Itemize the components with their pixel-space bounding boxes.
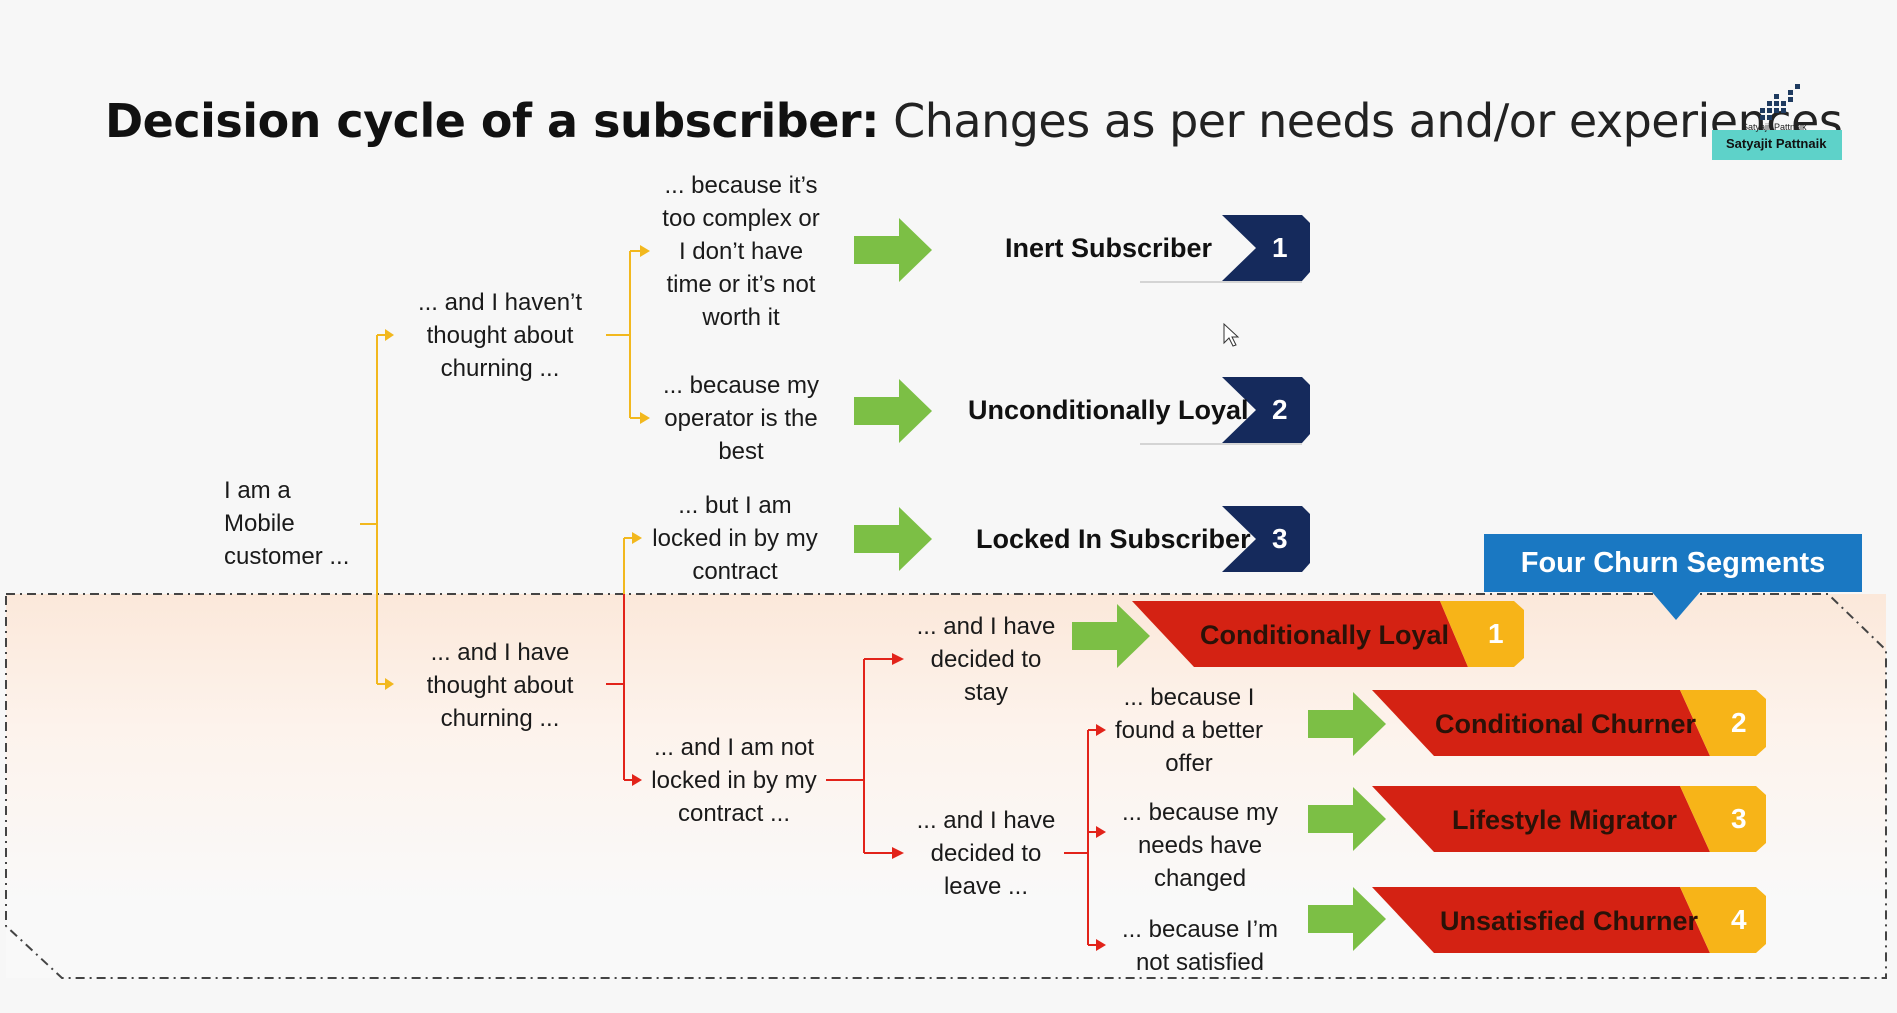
node-needs-changed: ... because my needs have changed [1114, 796, 1286, 895]
churn-number-2: 2 [1731, 707, 1747, 738]
churn-ribbon-1 [1132, 601, 1524, 667]
node-operator-best-line: ... because my [662, 372, 820, 399]
node-not-locked-line: ... and I am not [653, 734, 815, 761]
red-arrowheads [632, 653, 1106, 951]
node-locked-in-line: locked in by my [652, 525, 818, 552]
node-better-offer-line: offer [1165, 750, 1213, 777]
node-decided-stay-line: stay [963, 679, 1008, 706]
node-not-locked-line: locked in by my [651, 767, 817, 794]
logo-text-small: Satyajit Pattnaik [1742, 122, 1807, 132]
churn-number-4: 4 [1731, 904, 1747, 935]
churn-ribbon-2 [1372, 690, 1766, 756]
four-churn-segments-header: Four Churn Segments [1484, 534, 1862, 592]
node-operator-best: ... because my operator is the best [646, 369, 836, 468]
node-locked-in: ... but I am locked in by my contract [640, 489, 830, 588]
node-thought-line: churning ... [440, 705, 560, 732]
node-too-complex-line: worth it [702, 304, 780, 331]
churn-label-lifestyle-migrator: Lifestyle Migrator [1452, 805, 1678, 835]
churn-ribbon-3 [1372, 786, 1766, 852]
green-arrow-1 [854, 218, 932, 282]
node-operator-best-line: best [718, 438, 764, 465]
node-not-thought: ... and I haven’t thought about churning… [400, 286, 600, 385]
node-not-satisfied-line: ... because I’m [1121, 916, 1279, 943]
node-needs-changed-line: ... because my [1121, 799, 1279, 826]
node-thought-line: thought about [426, 672, 574, 699]
segment-label-unconditionally-loyal: Unconditionally Loyal [968, 395, 1249, 425]
node-too-complex-line: too complex or [662, 205, 820, 232]
green-arrow-4 [1072, 604, 1150, 668]
node-not-locked: ... and I am not locked in by my contrac… [636, 731, 832, 830]
logo-bar [1712, 130, 1842, 160]
node-better-offer-line: found a better [1114, 717, 1264, 744]
node-better-offer: ... because I found a better offer [1106, 681, 1272, 780]
yellow-arrowheads [385, 245, 650, 690]
churn-ribbons [1132, 601, 1766, 953]
title-rest: Changes as per needs and/or experiences [893, 94, 1843, 148]
segment-label-inert: Inert Subscriber [1005, 233, 1213, 263]
segment-number-3: 3 [1272, 523, 1288, 554]
node-too-complex-line: time or it’s not [666, 271, 816, 298]
churn-label-conditionally-loyal: Conditionally Loyal [1200, 620, 1450, 650]
node-too-complex-line: I don’t have [678, 238, 804, 265]
node-decided-leave: ... and I have decided to leave ... [900, 804, 1072, 903]
node-operator-best-line: operator is the [664, 405, 818, 432]
node-not-locked-line: contract ... [677, 800, 791, 827]
badge-bg-2 [1222, 377, 1310, 443]
green-arrow-3 [854, 507, 932, 571]
node-not-satisfied: ... because I’m not satisfied [1114, 913, 1286, 979]
badge-bg-3 [1222, 506, 1310, 572]
node-needs-changed-line: needs have [1137, 832, 1263, 859]
node-not-satisfied-line: not satisfied [1135, 949, 1265, 976]
churn-zone-border [5, 593, 1887, 979]
churn-number-3: 3 [1731, 803, 1747, 834]
logo-text-main: Satyajit Pattnaik [1726, 136, 1827, 151]
badge-bg-1 [1222, 215, 1310, 281]
segment-number-1: 1 [1272, 232, 1288, 263]
title-bold: Decision cycle of a subscriber: [105, 94, 879, 148]
node-decided-stay-line: ... and I have [916, 613, 1056, 640]
churn-label-conditional-churner: Conditional Churner [1435, 709, 1696, 739]
node-not-thought-line: ... and I haven’t [417, 289, 583, 316]
logo: Satyajit Pattnaik Satyajit Pattnaik [1712, 82, 1844, 168]
green-arrow-2 [854, 379, 932, 443]
node-thought: ... and I have thought about churning ..… [400, 636, 600, 735]
node-too-complex: ... because it’s too complex or I don’t … [646, 169, 836, 334]
node-locked-in-line: contract [692, 558, 778, 585]
node-needs-changed-line: changed [1153, 865, 1247, 892]
node-too-complex-line: ... because it’s [664, 172, 818, 199]
four-segments-pointer [1652, 592, 1700, 620]
node-decided-leave-line: decided to [930, 840, 1042, 867]
node-better-offer-line: ... because I [1123, 684, 1255, 711]
navy-badges [1140, 215, 1310, 572]
green-arrows [854, 218, 1386, 951]
red-connectors [606, 594, 1096, 946]
green-arrow-6 [1308, 787, 1386, 851]
node-decided-leave-line: ... and I have [916, 807, 1056, 834]
yellow-connectors [360, 250, 640, 685]
segment-label-locked-in: Locked In Subscriber [976, 524, 1251, 554]
logo-grid-icon [1760, 84, 1800, 120]
green-arrow-5 [1308, 692, 1386, 756]
node-decided-stay: ... and I have decided to stay [900, 610, 1072, 709]
node-decided-leave-line: leave ... [943, 873, 1029, 900]
node-not-thought-line: thought about [426, 322, 574, 349]
segment-number-2: 2 [1272, 394, 1288, 425]
green-arrow-7 [1308, 887, 1386, 951]
node-root: I am a Mobile customer ... [224, 474, 349, 573]
node-decided-stay-line: decided to [930, 646, 1042, 673]
slide-title: Decision cycle of a subscriber: Changes … [105, 94, 1843, 148]
node-not-thought-line: churning ... [440, 355, 560, 382]
churn-ribbon-4 [1372, 887, 1766, 953]
node-thought-line: ... and I have [430, 639, 570, 666]
node-root-line: customer ... [224, 543, 350, 570]
mouse-cursor-icon [1223, 322, 1240, 347]
node-root-line: Mobile [224, 510, 295, 537]
node-locked-in-line: ... but I am [678, 492, 792, 519]
churn-label-unsatisfied-churner: Unsatisfied Churner [1440, 906, 1699, 936]
node-root-line: I am a [224, 477, 291, 504]
churn-number-1: 1 [1488, 618, 1504, 649]
